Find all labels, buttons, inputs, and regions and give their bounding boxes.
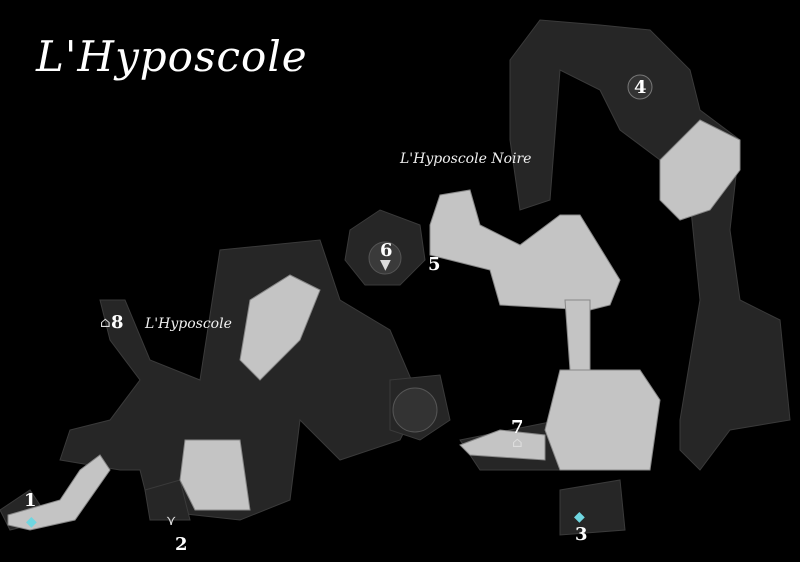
waypoint-icon[interactable]: ◆	[574, 509, 585, 525]
explored-areas	[7, 119, 741, 531]
circle-seal-icon	[627, 74, 653, 100]
marker-1[interactable]: 1	[24, 490, 37, 511]
door-icon[interactable]: ⌂	[100, 315, 111, 331]
area-label-hyposcole-noire: L'Hyposcole Noire	[400, 151, 532, 167]
unexplored-areas	[0, 19, 791, 536]
area-label-hyposcole: L'Hyposcole	[145, 316, 232, 332]
marker-7[interactable]: 7	[511, 417, 524, 438]
marker-2[interactable]: 2	[175, 534, 188, 555]
circular-chamber	[392, 387, 438, 433]
entrance-icon[interactable]: ⋎	[166, 513, 177, 529]
waypoint-icon[interactable]: ◆	[26, 514, 37, 530]
marker-3[interactable]: 3	[575, 524, 588, 545]
door-icon[interactable]: ⌂	[512, 435, 523, 451]
marker-8[interactable]: 8	[111, 312, 124, 333]
map-title: L'Hyposcole	[36, 32, 308, 81]
marker-5[interactable]: 5	[428, 254, 441, 275]
marker-6[interactable]: 6	[380, 240, 393, 261]
vista-icon[interactable]: ▼	[380, 257, 391, 273]
marker-4[interactable]: 4	[634, 77, 647, 98]
vista-circle	[368, 241, 402, 275]
